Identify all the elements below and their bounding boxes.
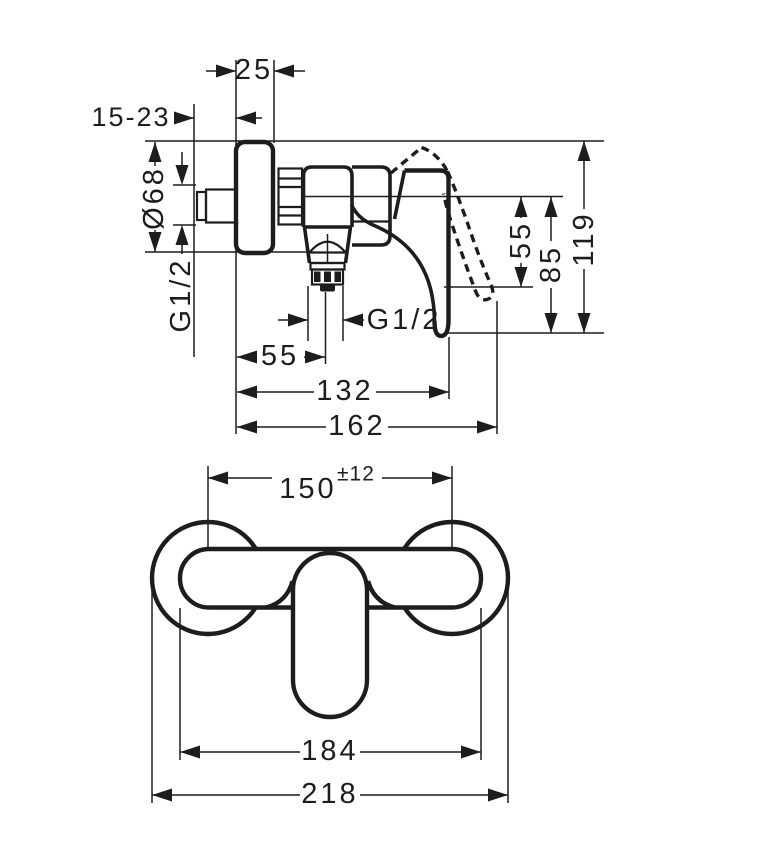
dim-label-outlet-offset: 55 [261, 340, 299, 372]
hex-nut [277, 167, 304, 226]
handle-open-dashed [389, 145, 495, 302]
inlet-nipple [195, 188, 238, 224]
dimension-arrowheads [148, 64, 591, 802]
handle-front [290, 550, 370, 720]
dim-label-overall-width: 218 [301, 778, 358, 810]
dim-label-body-width: 184 [301, 735, 358, 767]
dim-label-overall-height: 119 [568, 211, 600, 266]
dim-label-connection-tolerance: ±12 [337, 463, 375, 486]
dim-label-handle-zone-height: 85 [535, 245, 567, 283]
escutcheon-plate-side [233, 139, 276, 256]
dim-label-overall-depth: 162 [328, 410, 385, 442]
left-fillet [265, 580, 295, 610]
mixer-body [352, 165, 392, 247]
valve-housing [301, 165, 354, 265]
dim-label-wall-distance-range: 15-23 [91, 102, 170, 132]
dimension-labels: 25 15-23 Ø68 G1/2 G1/2 55 132 162 55 85 … [91, 54, 600, 810]
dim-label-inlet-thread: G1/2 [165, 258, 197, 333]
side-view [195, 139, 495, 339]
dim-label-handle-to-outlet: 55 [505, 221, 537, 259]
dim-label-connection-centers: 150 [279, 473, 336, 505]
right-fillet [365, 580, 396, 610]
label-gaps [141, 166, 597, 807]
front-view [149, 519, 511, 720]
dim-label-outlet-thread: G1/2 [367, 304, 442, 336]
dim-label-plate-depth: 25 [235, 54, 273, 86]
handle-closed [349, 168, 451, 339]
dim-label-depth-to-handle: 132 [316, 375, 373, 407]
dim-label-escutcheon-diameter: Ø68 [138, 166, 170, 230]
hose-outlet [309, 261, 346, 292]
